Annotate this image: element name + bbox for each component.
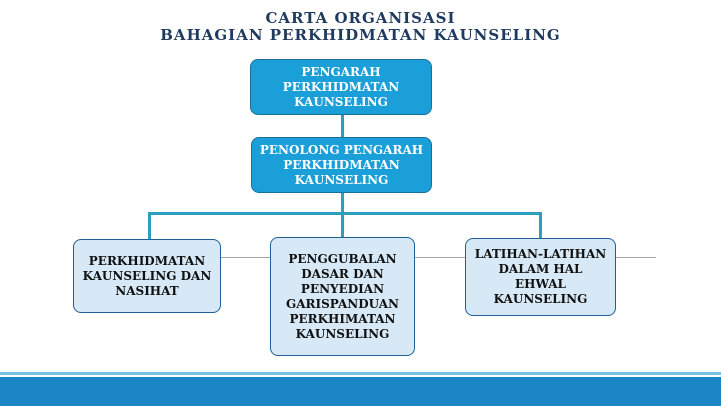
connector-to-unit-policy — [341, 212, 344, 238]
footer-band — [0, 377, 721, 406]
connector-to-unit-training — [539, 212, 542, 238]
divider-line-far-right — [616, 257, 656, 258]
node-director: PENGARAH PERKHIDMATAN KAUNSELING — [250, 59, 432, 115]
node-unit-policy: PENGGUBALAN DASAR DAN PENYEDIAN GARISPAN… — [270, 237, 415, 356]
connector-to-unit-services — [148, 212, 151, 240]
node-unit-training-label: LATIHAN-LATIHAN DALAM HAL EHWAL KAUNSELI… — [474, 247, 607, 306]
node-assistant-director-label: PENOLONG PENGARAH PERKHIDMATAN KAUNSELIN… — [259, 142, 424, 187]
node-assistant-director: PENOLONG PENGARAH PERKHIDMATAN KAUNSELIN… — [251, 137, 432, 193]
connector-horizontal-bar — [148, 212, 542, 215]
chart-title-line-1: CARTA ORGANISASI — [265, 9, 456, 27]
chart-title-line-2: BAHAGIAN PERKHIDMATAN KAUNSELING — [160, 26, 561, 44]
node-unit-policy-label: PENGGUBALAN DASAR DAN PENYEDIAN GARISPAN… — [285, 251, 400, 341]
node-unit-services-label: PERKHIDMATAN KAUNSELING DAN NASIHAT — [82, 253, 212, 298]
divider-line-left — [221, 257, 270, 258]
divider-line-right — [415, 257, 465, 258]
connector-director-to-assistant — [341, 114, 344, 138]
node-unit-training: LATIHAN-LATIHAN DALAM HAL EHWAL KAUNSELI… — [465, 238, 616, 316]
footer-band-thin — [0, 372, 721, 375]
node-director-label: PENGARAH PERKHIDMATAN KAUNSELING — [282, 64, 400, 109]
node-unit-services: PERKHIDMATAN KAUNSELING DAN NASIHAT — [73, 239, 221, 313]
connector-assistant-down — [341, 192, 344, 214]
